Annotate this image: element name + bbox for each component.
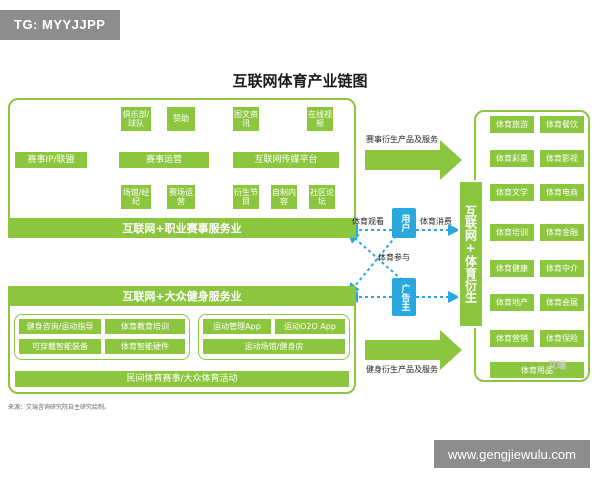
derivative-item: 体育中介 [540,260,584,277]
smart-hardware-box: 体育智能硬件 [104,338,186,355]
derivative-item: 体育保险 [540,330,584,347]
derivative-item: 体育电商 [540,184,584,201]
fitness-coaching-box: 健身咨询/运动指导 [18,318,102,335]
advertiser-box: 广告主 [392,278,416,316]
bottom-derivative-arrow [365,330,462,370]
derivative-item: 体育餐饮 [540,116,584,133]
derivative-item: 体育培训 [490,224,534,241]
participate-arrow [347,235,397,296]
pro-sports-bar: 互联网+职业赛事服务业 [8,218,356,238]
derivative-item: 体育金融 [540,224,584,241]
user-box: 用户 [392,208,416,238]
derivative-show-box: 衍生节目 [232,184,260,210]
site-url-badge: www.gengjiewulu.com [434,440,590,468]
o2o-app-box: 运动O2O App [274,318,346,335]
gym-venue-box: 运动场馆/健身房 [202,338,346,355]
consume-label: 体育消费 [420,217,452,226]
news-box: 图文资讯 [232,106,260,132]
league-box: 赛事IP/联盟 [14,151,88,169]
derivative-item: 体育健康 [490,260,534,277]
venue-box: 场馆/经纪 [120,184,152,210]
fitness-left-group [14,314,190,360]
media-center-box: 互联网传媒平台 [232,151,340,169]
derivative-item: 体育营销 [490,330,534,347]
diagram-title: 互联网体育产业链图 [232,72,368,90]
sports-education-box: 体育教育培训 [104,318,186,335]
fitness-right-group [198,314,350,360]
fitness-bar: 互联网+大众健身服务业 [8,286,356,306]
tag-badge: TG: MYYJJPP [0,10,120,40]
derivative-item: 体育地产 [490,294,534,311]
ops-center-box: 赛事运营 [118,151,210,169]
participate-label: 体育参与 [378,253,410,262]
derivative-item: 体育影视 [540,150,584,167]
derivative-item: 体育会展 [540,294,584,311]
source-note: 来源：艾瑞咨询研究院自主研究绘制。 [8,404,111,411]
watermark-logo: 艾瑞 [548,361,567,371]
derivative-item-goods: 体育用品 [490,362,584,378]
wearables-box: 可穿戴智能装备 [18,338,102,355]
derivative-item: 体育旅游 [490,116,534,133]
derivative-item: 体育文学 [490,184,534,201]
video-box: 在线视频 [306,106,334,132]
top-derivative-arrow [365,140,462,180]
derivative-title-bar: 互联网+体育衍生 [458,180,484,328]
club-box: 俱乐部/球队 [120,106,152,132]
sponsor-box: 赞助 [166,106,196,132]
derivative-item: 体育彩票 [490,150,534,167]
forum-box: 社区论坛 [308,184,336,210]
original-content-box: 自制内容 [270,184,298,210]
event-ops-box: 赛场运营 [166,184,196,210]
bottom-derivative-label: 健身衍生产品及服务 [366,365,438,374]
sports-app-box: 运动管理App [202,318,272,335]
watch-label: 体育观看 [352,217,384,226]
grassroots-events-box: 民间体育赛事/大众体育活动 [14,370,350,388]
top-derivative-label: 赛事衍生产品及服务 [366,135,438,144]
